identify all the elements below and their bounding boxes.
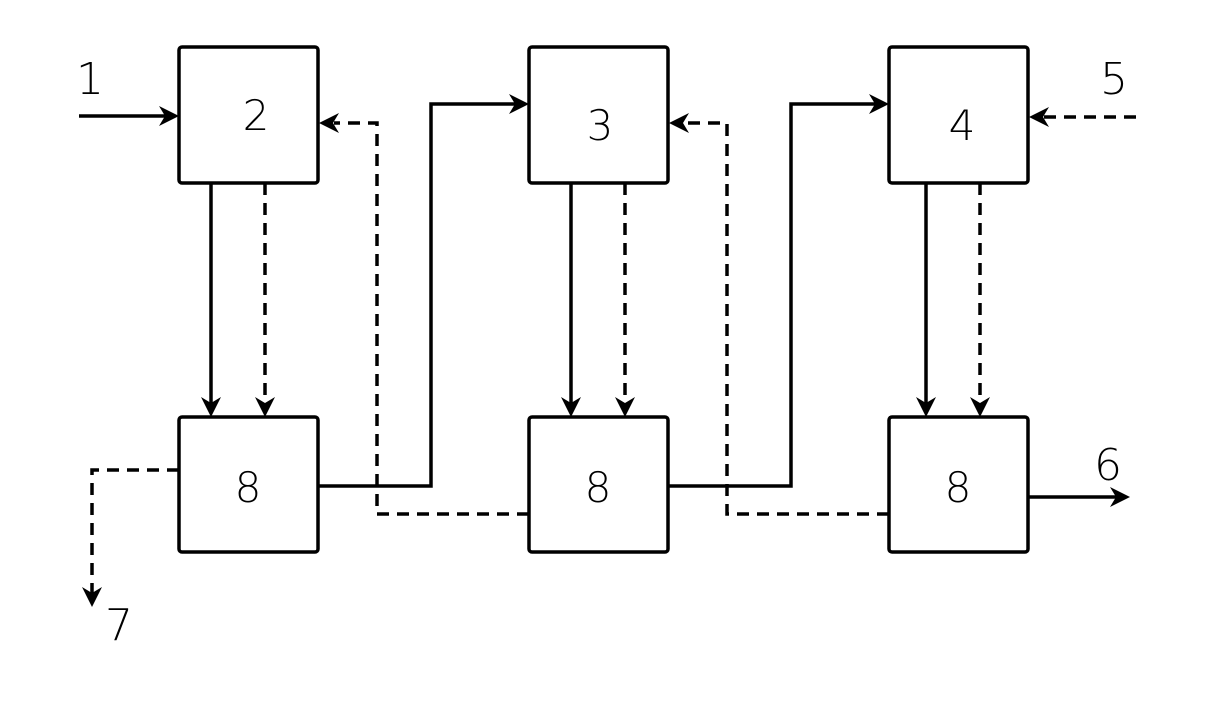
- unit-box-4: 4: [887, 45, 1030, 185]
- solid-forward-1-to-3: [318, 94, 529, 488]
- separator-box-3: 8: [887, 415, 1030, 554]
- down-arrows-column-1: [201, 183, 275, 417]
- down-arrows-column-3: [916, 183, 990, 417]
- unit-box-3: 3: [527, 45, 670, 185]
- separator-box-1: 8: [177, 415, 320, 554]
- output-arrow-7: [82, 468, 179, 607]
- unit-label-4: 4: [949, 101, 976, 150]
- unit-box-2: 2: [177, 45, 320, 185]
- flow-label-1: 1: [76, 54, 104, 105]
- unit-label-2: 2: [243, 91, 270, 140]
- unit-label-3: 3: [587, 101, 614, 150]
- flow-label-7: 7: [105, 600, 133, 651]
- output-arrow-6: [1028, 487, 1130, 507]
- flow-label-6: 6: [1094, 440, 1122, 491]
- separator-label-1: 8: [235, 463, 262, 512]
- dashed-return-to-3: [669, 113, 889, 516]
- dashed-return-to-2: [319, 113, 529, 516]
- flow-label-5: 5: [1100, 54, 1128, 105]
- separator-label-3: 8: [945, 463, 972, 512]
- solid-forward-2-to-4: [668, 94, 889, 488]
- down-arrows-column-2: [561, 183, 635, 417]
- input-arrow-5: [1029, 107, 1136, 127]
- separator-label-2: 8: [585, 463, 612, 512]
- input-arrow-1: [79, 106, 179, 126]
- separator-box-2: 8: [527, 415, 670, 554]
